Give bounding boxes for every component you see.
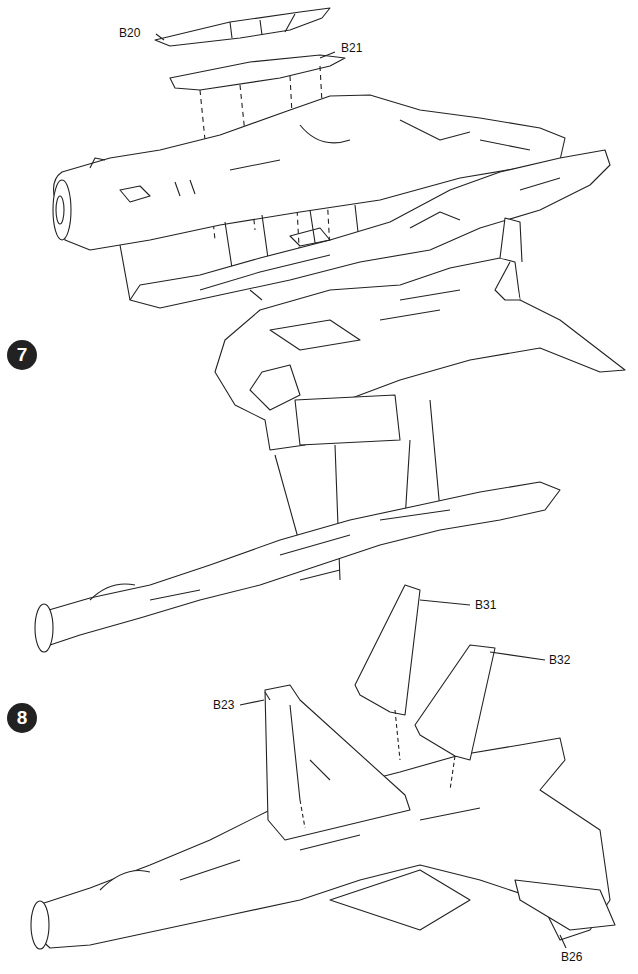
part-label: B31 bbox=[474, 598, 497, 612]
part-label: B21 bbox=[340, 41, 363, 55]
step-text: 8 bbox=[17, 707, 28, 729]
step-number: 8 bbox=[7, 703, 37, 733]
part-label: B26 bbox=[560, 950, 583, 964]
step-text: 7 bbox=[17, 344, 28, 366]
part-label: B20 bbox=[118, 26, 141, 40]
step-number: 7 bbox=[7, 340, 37, 370]
part-label: B23 bbox=[212, 698, 235, 712]
part-label: B32 bbox=[548, 653, 571, 667]
